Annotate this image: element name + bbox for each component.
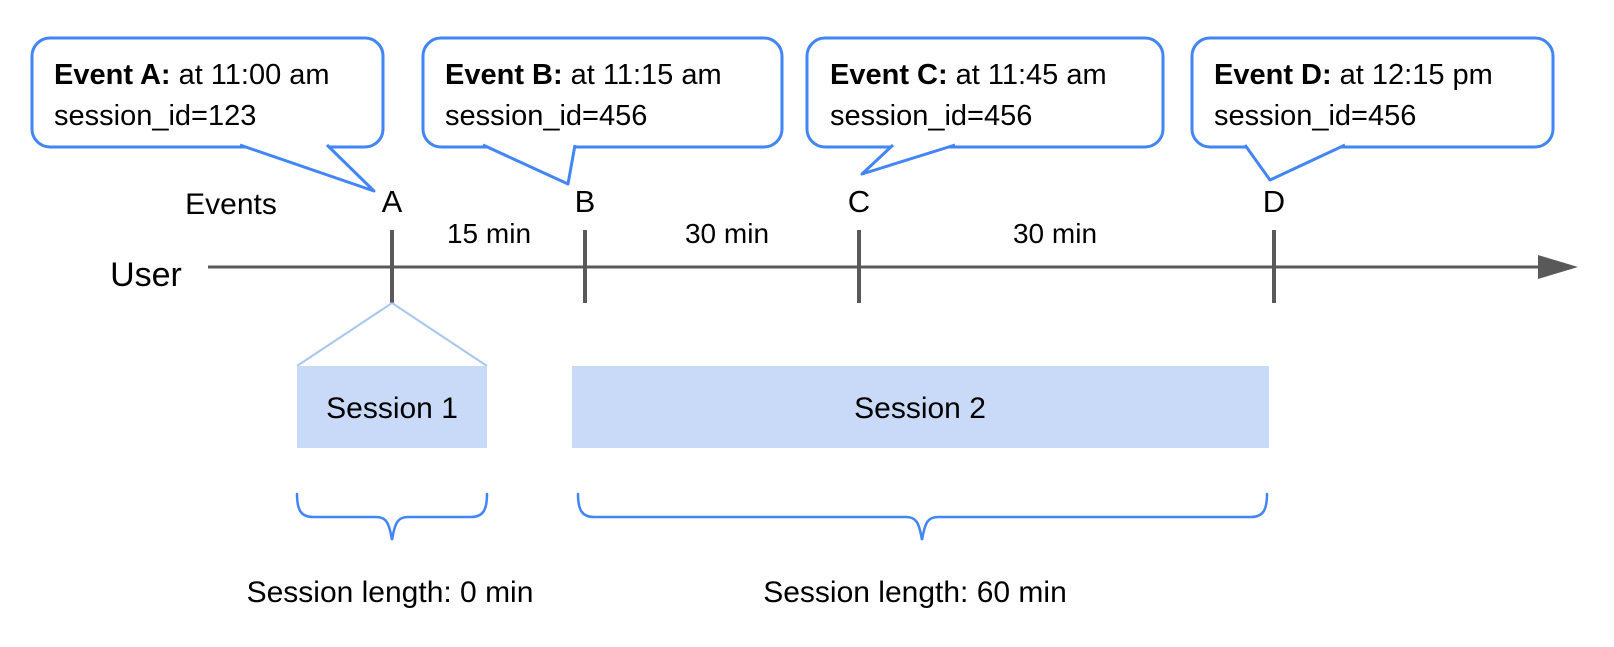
session1-funnel-lines	[296, 302, 488, 367]
callout-session-id: session_id=456	[830, 100, 1032, 132]
interval-a-b: 15 min	[447, 218, 531, 249]
session2-brace	[576, 492, 1269, 541]
session2-length-label: Session length: 60 min	[763, 576, 1067, 609]
callout-line1: Event B:at 11:15 am	[445, 59, 722, 91]
user-axis-label: User	[110, 256, 182, 294]
callout-event-a: Event A:at 11:00 am session_id=123	[30, 36, 385, 193]
interval-c-d: 30 min	[1013, 218, 1097, 249]
session1-length-label: Session length: 0 min	[247, 576, 534, 609]
interval-b-c: 30 min	[685, 218, 769, 249]
callout-bubble	[421, 36, 784, 149]
callout-time: at 11:15 am	[571, 59, 722, 91]
callout-tail	[239, 143, 376, 193]
callout-tail	[860, 143, 956, 176]
callout-time: at 11:00 am	[179, 59, 330, 91]
callout-event-b: Event B:at 11:15 am session_id=456	[421, 36, 784, 186]
callout-title: Event B:	[445, 59, 563, 91]
callout-time: at 11:45 am	[956, 59, 1107, 91]
session-label: Session 2	[854, 392, 986, 425]
session-2-block: Session 2	[572, 366, 1269, 448]
callout-bubble	[1190, 36, 1555, 149]
session-rect	[297, 366, 487, 448]
timeline-arrowhead-icon	[1538, 255, 1578, 279]
event-marker-d: D	[1263, 184, 1285, 219]
callout-session-id: session_id=456	[1214, 100, 1416, 132]
callout-bubble	[805, 36, 1165, 149]
callout-time: at 12:15 pm	[1340, 59, 1493, 91]
event-marker-c: C	[848, 184, 870, 219]
callout-bubble	[30, 36, 385, 149]
session-rect	[572, 366, 1269, 448]
callout-title: Event A:	[54, 59, 171, 91]
callout-title: Event C:	[830, 59, 948, 91]
callout-tail	[482, 143, 577, 186]
event-marker-b: B	[575, 184, 596, 219]
callout-tail	[1243, 143, 1346, 182]
callout-session-id: session_id=456	[445, 100, 647, 132]
callout-line1: Event C:at 11:45 am	[830, 59, 1107, 91]
callout-event-c: Event C:at 11:45 am session_id=456	[805, 36, 1165, 176]
session-1-block: Session 1	[297, 366, 487, 448]
session-label: Session 1	[326, 392, 458, 425]
callout-title: Event D:	[1214, 59, 1332, 91]
session1-brace	[295, 492, 489, 541]
callout-line1: Event D:at 12:15 pm	[1214, 59, 1493, 91]
event-marker-a: A	[382, 184, 403, 219]
callout-event-d: Event D:at 12:15 pm session_id=456	[1190, 36, 1555, 182]
events-axis-label: Events	[185, 188, 277, 221]
callout-line1: Event A:at 11:00 am	[54, 59, 330, 91]
callout-session-id: session_id=123	[54, 100, 256, 132]
